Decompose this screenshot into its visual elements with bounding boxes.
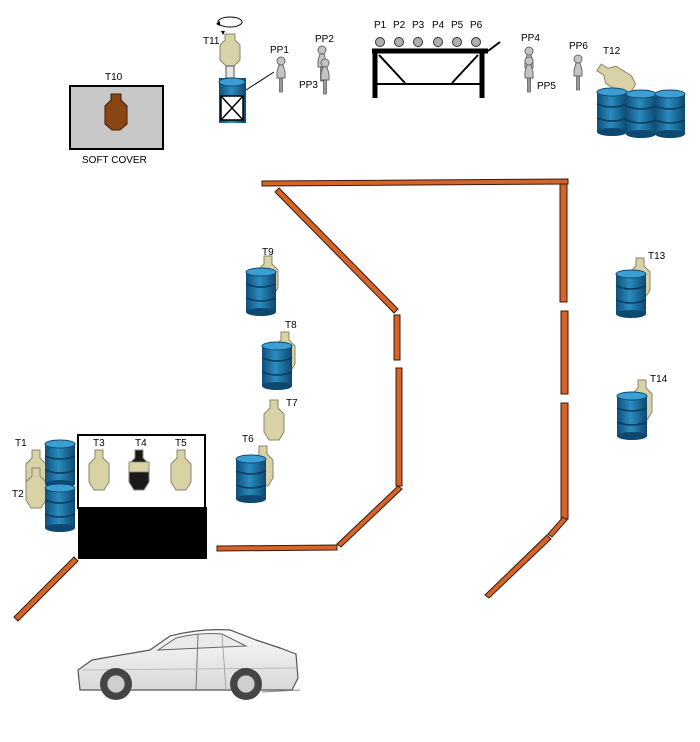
popper-pp3-label: PP3 (299, 80, 318, 91)
target-t14-label: T14 (650, 374, 668, 385)
target-t2-label: T2 (12, 489, 24, 500)
popper-pp5-label: PP5 (537, 81, 556, 92)
popper-pp1-label: PP1 (270, 45, 289, 56)
plate-p4-label: P4 (432, 20, 445, 31)
target-t1-t2-group: T1 T2 (12, 438, 76, 533)
wall-inner-vertical-2 (395, 367, 403, 487)
wall-right-diagonal-lower (484, 534, 552, 599)
target-t10-icon (104, 93, 128, 131)
wall-top-horizontal (261, 178, 569, 187)
popper-pp4-label: PP4 (521, 33, 540, 44)
target-t6-group: T6 (235, 434, 274, 504)
popper-group-left: PP1 PP2 PP3 (270, 34, 334, 95)
plate-p6-label: P6 (470, 20, 483, 31)
target-t4-label: T4 (135, 438, 147, 449)
plate-p3-label: P3 (412, 20, 425, 31)
target-t3-label: T3 (93, 438, 105, 449)
target-t8-label: T8 (285, 320, 297, 331)
walls-group (13, 178, 569, 622)
wall-inner-diagonal-upper (274, 187, 399, 314)
target-t1-label: T1 (15, 438, 27, 449)
wall-right-vertical-3 (560, 402, 569, 520)
target-t9-label: T9 (262, 247, 274, 258)
wall-inner-vertical-1 (393, 314, 401, 361)
popper-pp6-label: PP6 (569, 41, 588, 52)
rotate-arrow-icon (217, 16, 243, 28)
soft-cover-t10: T10 SOFT COVER (69, 72, 164, 166)
target-t14-group: T14 (616, 374, 668, 441)
plate-p5-label: P5 (451, 20, 464, 31)
popper-pp2-label: PP2 (315, 34, 334, 45)
target-t7-label: T7 (286, 398, 298, 409)
target-t11-swinger: T11 (203, 16, 275, 123)
plates (375, 37, 481, 47)
wall-inner-diagonal-lower (336, 485, 403, 548)
plate-p1-label: P1 (374, 20, 387, 31)
wall-left-diagonal (13, 556, 79, 622)
car-icon (77, 629, 301, 700)
target-t6-label: T6 (242, 434, 254, 445)
target-t5-label: T5 (175, 438, 187, 449)
wall-right-diagonal-upper (547, 516, 568, 538)
target-t8-group: T8 (261, 320, 297, 391)
popper-group-right: PP4 PP5 PP6 (521, 33, 588, 93)
plate-p2-label: P2 (393, 20, 406, 31)
target-t12-label: T12 (603, 46, 621, 57)
plate-rack: P1 P2 P3 P4 P5 P6 (372, 20, 501, 98)
target-t7-group: T7 (263, 398, 298, 441)
soft-cover-label: SOFT COVER (82, 155, 147, 166)
wall-bottom-horizontal (216, 544, 338, 552)
wall-right-vertical-2 (560, 310, 569, 395)
target-t12-group: T12 (593, 46, 686, 139)
target-t13-label: T13 (648, 251, 666, 262)
target-t9-group: T9 (245, 247, 279, 317)
target-t11-label: T11 (203, 36, 220, 47)
wall-right-vertical-1 (559, 183, 568, 303)
target-t10-label: T10 (105, 72, 123, 83)
window-t3-t5: T3 T4 T5 (77, 434, 207, 559)
hard-cover (78, 507, 207, 559)
target-t13-group: T13 (615, 251, 666, 319)
